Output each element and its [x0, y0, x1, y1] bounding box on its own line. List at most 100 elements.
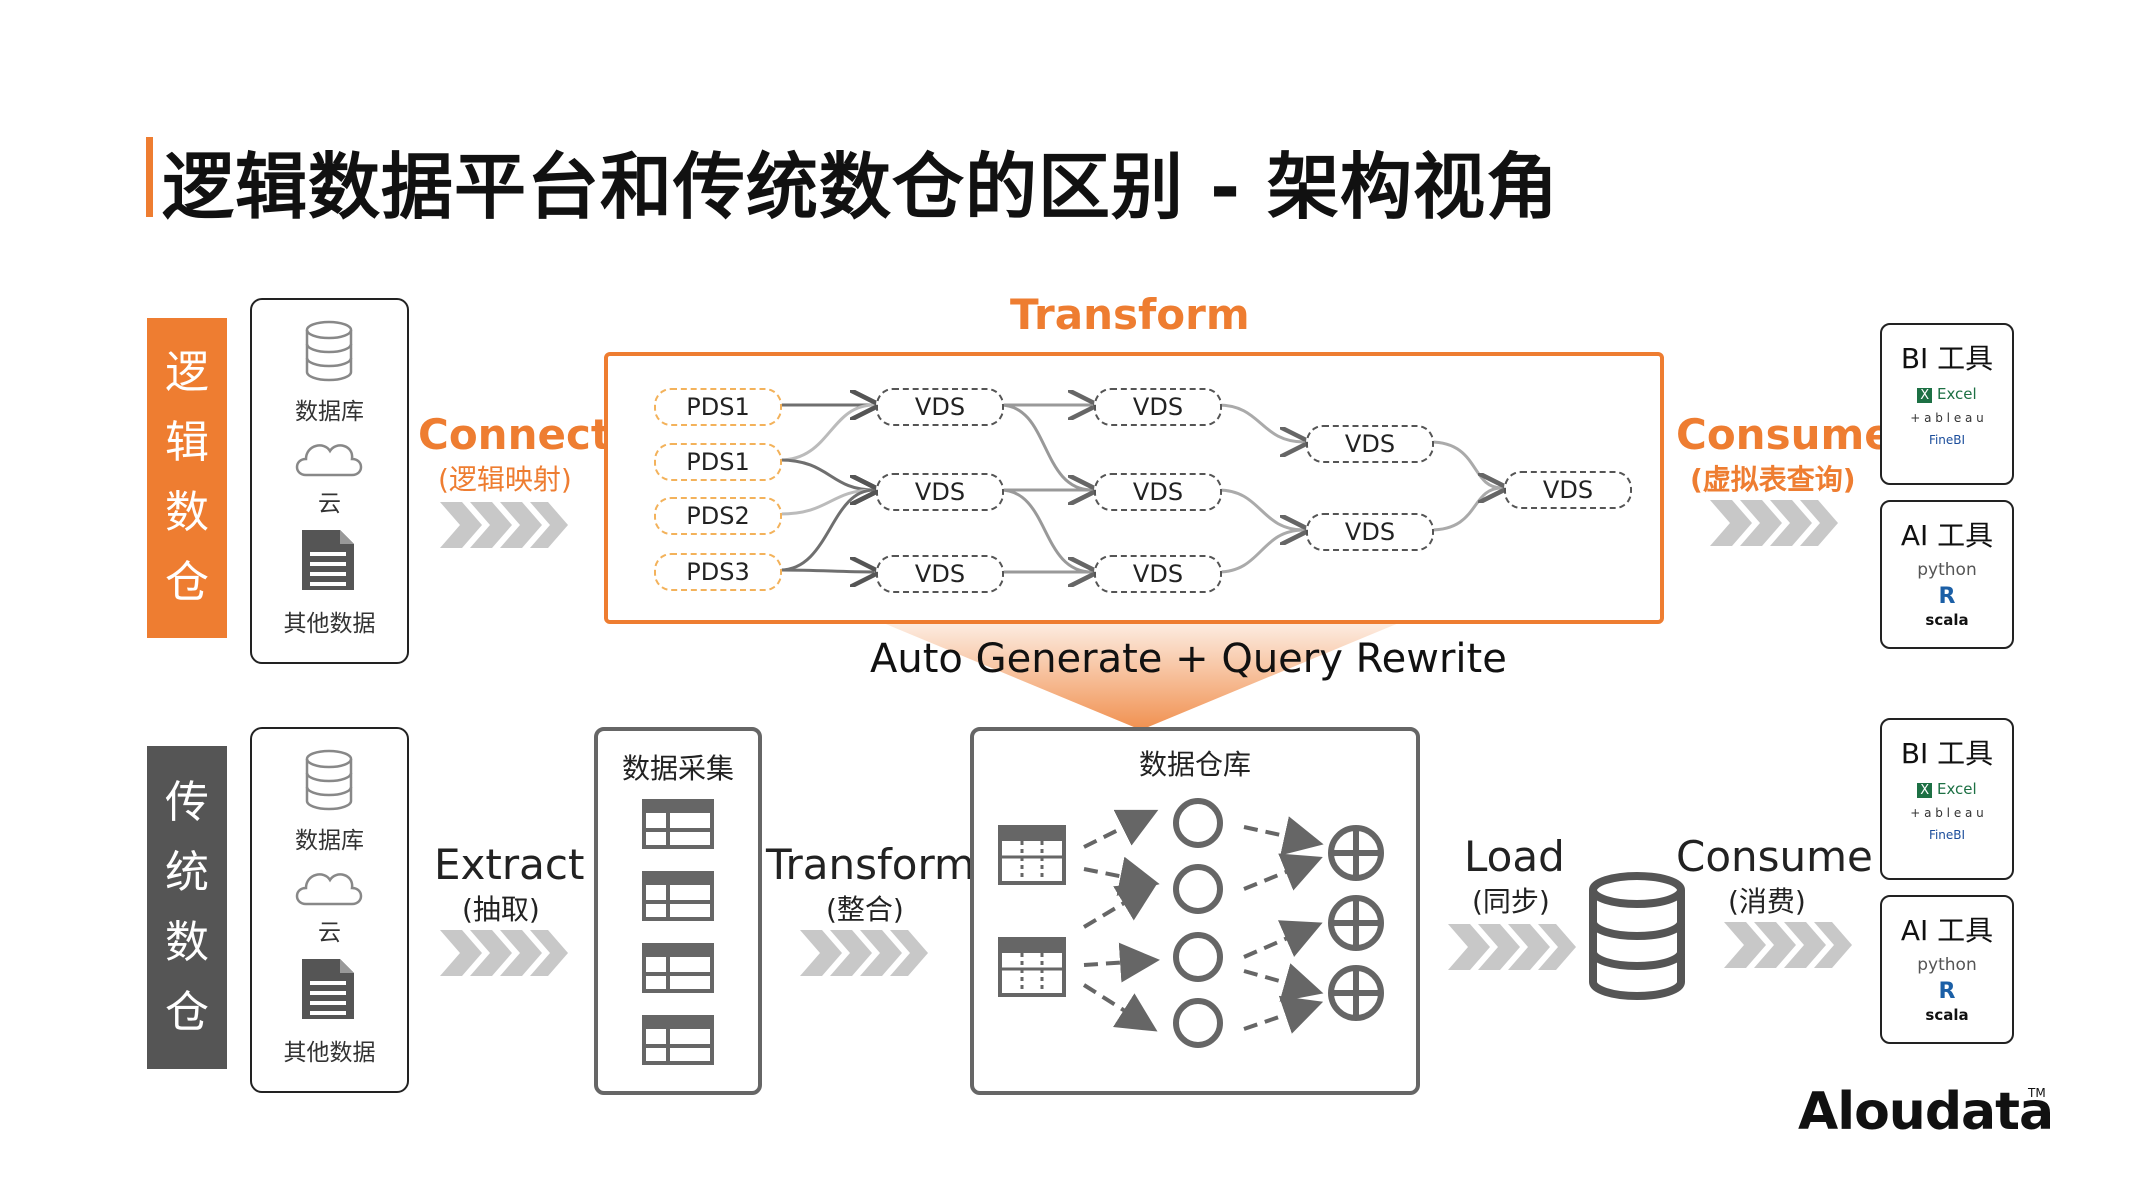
table-icon — [642, 1015, 714, 1065]
bi-tools-title: BI 工具 — [1900, 342, 1994, 375]
source-label-cloud: 云 — [318, 920, 341, 946]
row-label-char: 数 — [165, 487, 209, 538]
vds-node: VDS — [1306, 513, 1434, 551]
chevron-arrows-icon — [440, 930, 568, 976]
ai-tools-box: AI 工具 python R scala — [1880, 895, 2014, 1044]
vds-node: VDS — [1094, 388, 1222, 426]
vds-node: VDS — [876, 388, 1004, 426]
document-icon — [302, 959, 354, 1019]
excel-icon: X — [1917, 783, 1933, 798]
bi-tools-title: BI 工具 — [1900, 737, 1994, 770]
vds-node: VDS — [1504, 471, 1632, 509]
excel-icon: X — [1917, 388, 1933, 403]
tableau-logo: + a b l e a u — [1910, 806, 1984, 820]
brand-trademark: TM — [2028, 1086, 2046, 1100]
ai-tools-box: AI 工具 python R scala — [1880, 500, 2014, 649]
table-icon — [642, 799, 714, 849]
r-logo: R — [1938, 979, 1956, 1004]
chevron-arrows-icon — [1724, 922, 1852, 968]
pds-node: PDS1 — [654, 388, 782, 426]
logical-sources-box: 数据库 云 其他数据 — [250, 298, 409, 664]
excel-label: Excel — [1936, 385, 1977, 403]
row-label-char: 仓 — [165, 557, 209, 608]
cloud-icon — [295, 873, 363, 906]
pds-node: PDS3 — [654, 553, 782, 591]
table-icon — [642, 943, 714, 993]
table-icon — [998, 825, 1066, 885]
vds-node: VDS — [1306, 425, 1434, 463]
row-label-char: 仓 — [165, 986, 209, 1038]
database-icon — [1589, 872, 1685, 1000]
scala-logo: scala — [1925, 611, 1969, 629]
page-title: 逻辑数据平台和传统数仓的区别 - 架构视角 — [162, 145, 1560, 229]
bi-tools-box: BI 工具 X Excel + a b l e a u FineBI — [1880, 718, 2014, 880]
consume-subtitle: (虚拟表查询) — [1690, 463, 1856, 496]
traditional-sources-box: 数据库 云 其他数据 — [250, 727, 409, 1093]
bi-tools-box: BI 工具 X Excel + a b l e a u FineBI — [1880, 323, 2014, 485]
plus-circle-icon — [1328, 965, 1384, 1021]
brand-logo: Aloudata — [1798, 1082, 2054, 1142]
table-icon — [998, 937, 1066, 997]
row-label-char: 逻 — [165, 347, 209, 398]
python-logo: python — [1917, 560, 1977, 580]
chevron-arrows-icon — [1448, 924, 1576, 970]
connect-subtitle: (逻辑映射) — [438, 463, 572, 496]
warehouse-panel: 数据仓库 — [970, 727, 1420, 1095]
finebi-logo: FineBI — [1928, 828, 1966, 842]
transform-title: Transform — [1010, 290, 1250, 339]
circle-node-icon — [1173, 932, 1223, 982]
chevron-arrows-icon — [800, 930, 928, 976]
extract-subtitle: (抽取) — [462, 893, 540, 926]
row-label-traditional: 传 统 数 仓 — [147, 746, 227, 1069]
excel-logo: X Excel — [1882, 385, 2012, 403]
warehouse-graph — [998, 798, 1384, 1048]
vds-node: VDS — [876, 555, 1004, 593]
scala-logo: scala — [1925, 1006, 1969, 1024]
r-logo: R — [1938, 584, 1956, 609]
traditional-transform-subtitle: (整合) — [826, 893, 904, 926]
source-label-cloud: 云 — [318, 491, 341, 517]
circle-node-icon — [1173, 864, 1223, 914]
cloud-icon — [295, 444, 363, 477]
row-label-char: 辑 — [165, 417, 209, 468]
row-label-char: 数 — [165, 916, 209, 968]
load-subtitle: (同步) — [1472, 885, 1550, 918]
document-icon — [302, 530, 354, 590]
row-label-char: 统 — [165, 846, 209, 898]
traditional-transform-title: Transform — [766, 840, 975, 889]
python-logo: python — [1917, 955, 1977, 975]
vds-node: VDS — [876, 473, 1004, 511]
rewrite-label: Auto Generate + Query Rewrite — [870, 636, 1507, 682]
source-label-database: 数据库 — [295, 399, 364, 425]
excel-logo: X Excel — [1882, 780, 2012, 798]
title-accent-bar — [146, 137, 153, 217]
plus-circle-icon — [1328, 825, 1384, 881]
vds-node: VDS — [1094, 473, 1222, 511]
tableau-logo: + a b l e a u — [1910, 411, 1984, 425]
ai-tools-title: AI 工具 — [1900, 914, 1994, 947]
connect-title: Connect — [418, 410, 611, 459]
table-icon — [642, 871, 714, 921]
collect-panel: 数据采集 — [594, 727, 762, 1095]
database-icon — [305, 320, 353, 382]
source-label-database: 数据库 — [295, 828, 364, 854]
load-title: Load — [1464, 832, 1565, 881]
finebi-logo: FineBI — [1928, 433, 1966, 447]
plus-circle-icon — [1328, 895, 1384, 951]
vds-node: VDS — [1094, 555, 1222, 593]
chevron-arrows-icon — [1710, 500, 1838, 546]
extract-title: Extract — [434, 840, 585, 889]
chevron-arrows-icon — [440, 502, 568, 548]
traditional-consume-title: Consume — [1676, 832, 1873, 881]
database-icon — [305, 749, 353, 811]
row-label-logical: 逻 辑 数 仓 — [147, 318, 227, 638]
consume-title: Consume — [1676, 410, 1893, 459]
ai-tools-title: AI 工具 — [1900, 519, 1994, 552]
pds-node: PDS2 — [654, 497, 782, 535]
traditional-consume-subtitle: (消费) — [1728, 885, 1806, 918]
pds-node: PDS1 — [654, 443, 782, 481]
collect-title: 数据采集 — [621, 752, 734, 785]
circle-node-icon — [1173, 998, 1223, 1048]
source-label-other: 其他数据 — [283, 1040, 376, 1066]
